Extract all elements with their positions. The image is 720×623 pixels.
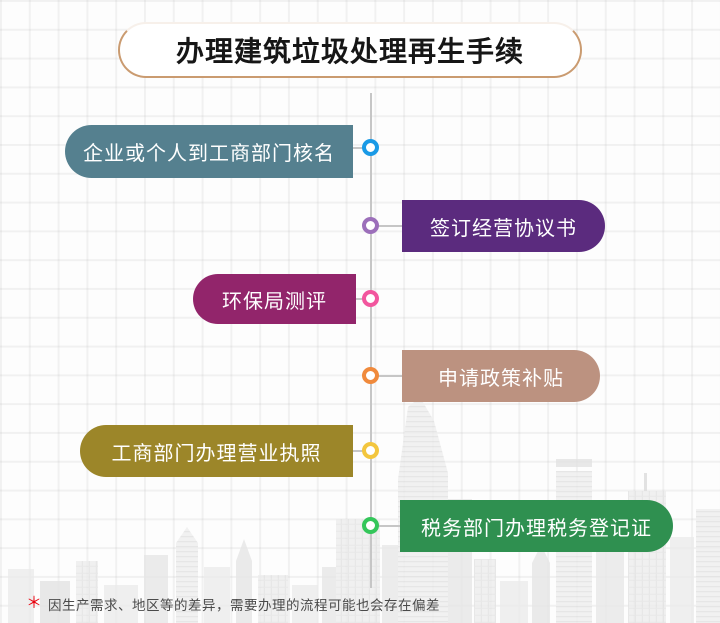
- step-3-timeline-dot: [362, 290, 379, 307]
- footnote-text: 因生产需求、地区等的差异，需要办理的流程可能也会存在偏差: [48, 598, 441, 613]
- city-skyline-illustration: [8, 381, 720, 623]
- step-4-timeline-dot: [362, 367, 379, 384]
- step-1-box: 企业或个人到工商部门核名: [65, 125, 353, 178]
- step-2-timeline-dot: [362, 217, 379, 234]
- step-6-timeline-dot: [362, 517, 379, 534]
- step-6-box: 税务部门办理税务登记证: [400, 500, 673, 552]
- step-4-label: 申请政策补贴: [438, 367, 564, 390]
- step-6-connector: [371, 525, 400, 527]
- step-3-label: 环保局测评: [222, 290, 327, 313]
- step-4-box: 申请政策补贴: [402, 350, 600, 402]
- step-1-timeline-dot: [362, 139, 379, 156]
- step-2-connector: [371, 225, 402, 227]
- page-title-box: 办理建筑垃圾处理再生手续: [118, 22, 582, 78]
- step-3-box: 环保局测评: [193, 274, 356, 324]
- step-4-connector: [371, 375, 402, 377]
- timeline-vertical-line: [370, 93, 372, 588]
- step-2-box: 签订经营协议书: [402, 200, 605, 252]
- step-1-label: 企业或个人到工商部门核名: [83, 143, 335, 165]
- step-6-label: 税务部门办理税务登记证: [421, 517, 652, 540]
- step-5-label: 工商部门办理营业执照: [111, 442, 322, 465]
- page-title: 办理建筑垃圾处理再生手续: [175, 36, 524, 67]
- step-5-timeline-dot: [362, 442, 379, 459]
- asterisk-marker: ＊: [26, 595, 43, 612]
- step-5-box: 工商部门办理营业执照: [80, 425, 353, 477]
- footnote: ＊ 因生产需求、地区等的差异，需要办理的流程可能也会存在偏差: [26, 594, 440, 614]
- step-2-label: 签订经营协议书: [430, 217, 577, 240]
